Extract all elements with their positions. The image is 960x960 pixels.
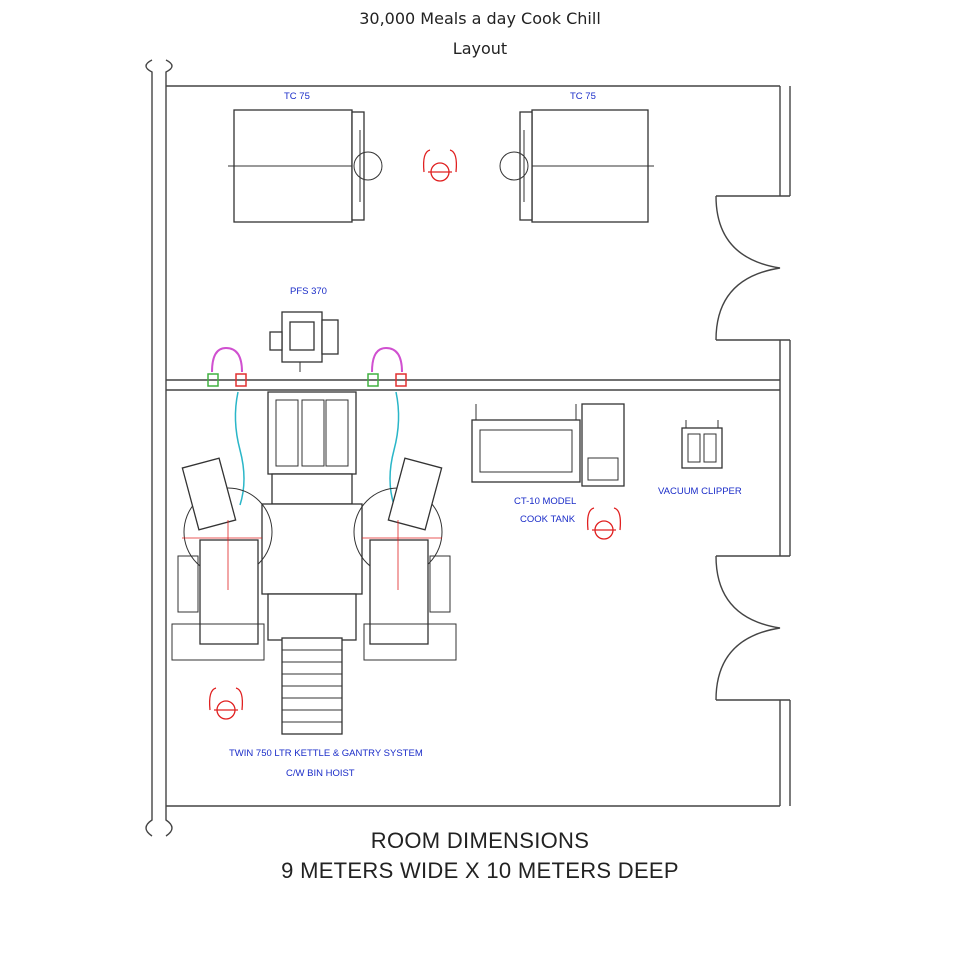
kettle-sublabel: C/W BIN HOIST <box>286 768 355 779</box>
cook-tank-unit <box>471 403 625 487</box>
room-dimensions-value: 9 METERS WIDE X 10 METERS DEEP <box>281 858 679 883</box>
tc75-right-unit <box>499 109 654 223</box>
room-walls <box>145 59 791 837</box>
room-dimensions-heading: ROOM DIMENSIONS <box>370 828 590 853</box>
cook-tank-label: CT-10 MODEL <box>514 496 576 507</box>
pipe-connector-left <box>207 346 247 506</box>
diagram-title: 30,000 Meals a day Cook Chill <box>359 9 601 28</box>
operator-icon <box>586 507 622 540</box>
vacuum-clipper-unit <box>681 420 723 469</box>
tc75-left-unit <box>228 109 383 223</box>
diagram-subtitle: Layout <box>452 39 508 58</box>
operator-icon <box>422 149 458 182</box>
kettle-gantry-system <box>171 391 457 661</box>
kettle-label: TWIN 750 LTR KETTLE & GANTRY SYSTEM <box>229 748 423 759</box>
cook-tank-sublabel: COOK TANK <box>520 514 576 525</box>
pipe-connector-right <box>367 346 407 506</box>
tc75-left-label: TC 75 <box>284 91 310 102</box>
pfs-370-unit <box>269 311 339 372</box>
operator-icon <box>208 687 244 720</box>
bin-hoist-conveyor <box>281 637 343 735</box>
tc75-right-label: TC 75 <box>570 91 596 102</box>
vacuum-clipper-label: VACUUM CLIPPER <box>658 486 742 497</box>
pfs-label: PFS 370 <box>290 286 327 297</box>
